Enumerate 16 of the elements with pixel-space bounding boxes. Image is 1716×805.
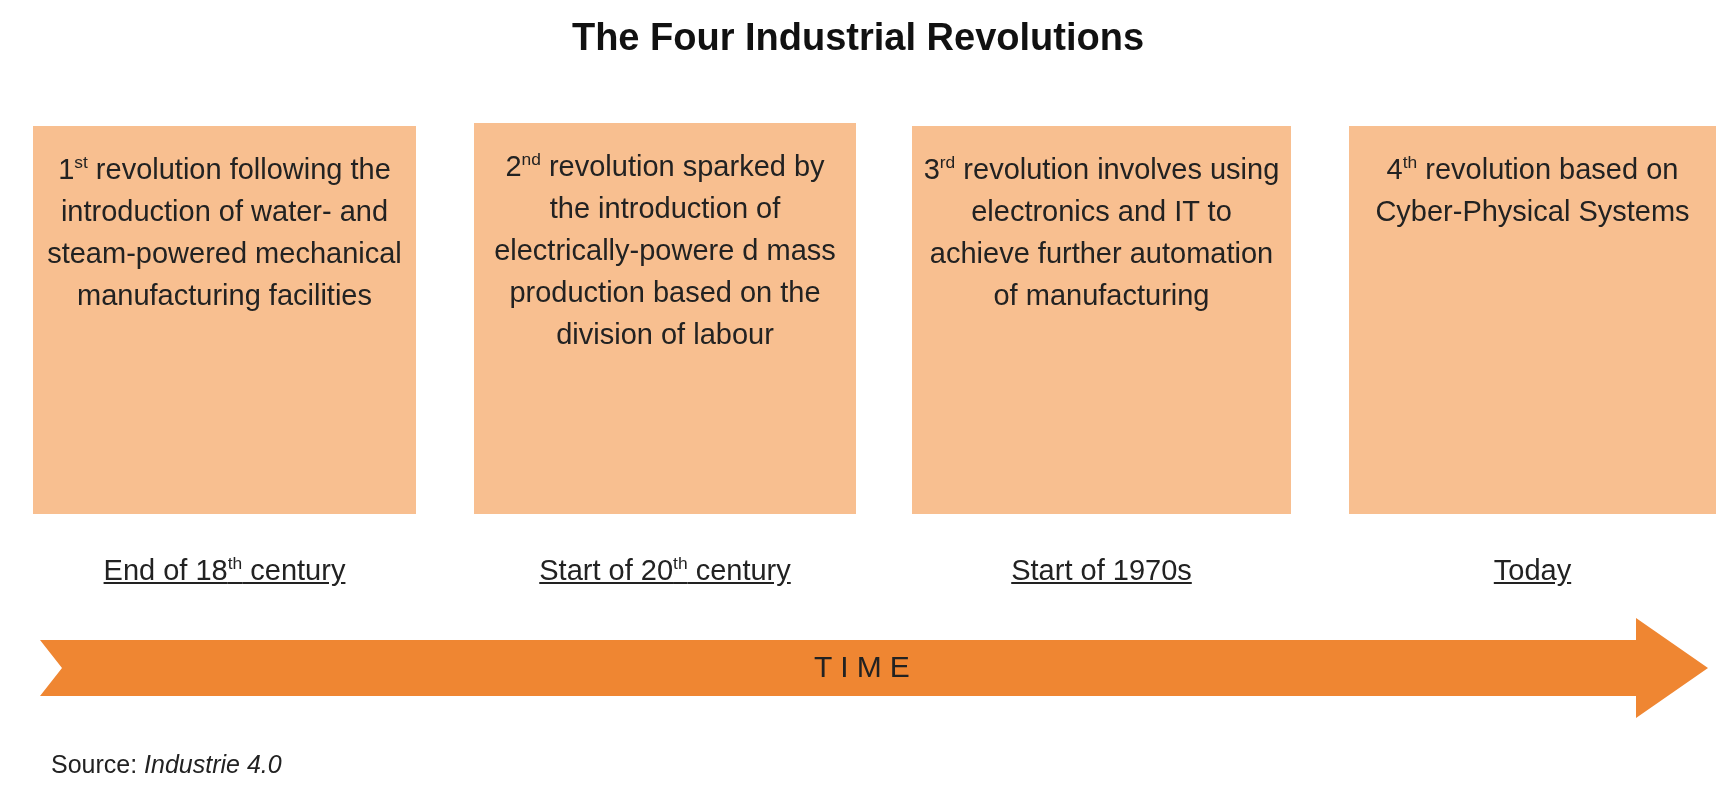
title: The Four Industrial Revolutions (570, 16, 1146, 59)
revolution-description: 3$^{rd}$ revolution involves using electronics and IT to achieve further automation of manufacturing (922, 151, 1281, 313)
date-label: Start of 1970s (1010, 554, 1193, 587)
revolution-description: 2$^{nd}$ revolution sparked by the introduction of electrically-powere d mass production based on the division of labour (493, 148, 837, 352)
axis-label: TIME (814, 650, 918, 684)
revolution-description: 4$^{th}$ revolution based on Cyber-Physical Systems (1374, 151, 1691, 229)
date-label: Today (1492, 554, 1573, 587)
date-label: End of 18$^{th}$ century (102, 554, 347, 587)
revolution-box (1349, 126, 1716, 514)
date-label: Start of 20$^{th}$ century (538, 554, 792, 587)
time-arrow (40, 618, 1708, 718)
revolution-box (474, 123, 856, 514)
revolution-box (912, 126, 1291, 514)
revolution-box (33, 126, 416, 514)
revolution-description: 1$^{st}$ revolution following the introduction of water- and steam-powered mechanical manufacturing facilities (46, 151, 403, 313)
source-note: Source: Industrie 4.0 (51, 750, 282, 779)
